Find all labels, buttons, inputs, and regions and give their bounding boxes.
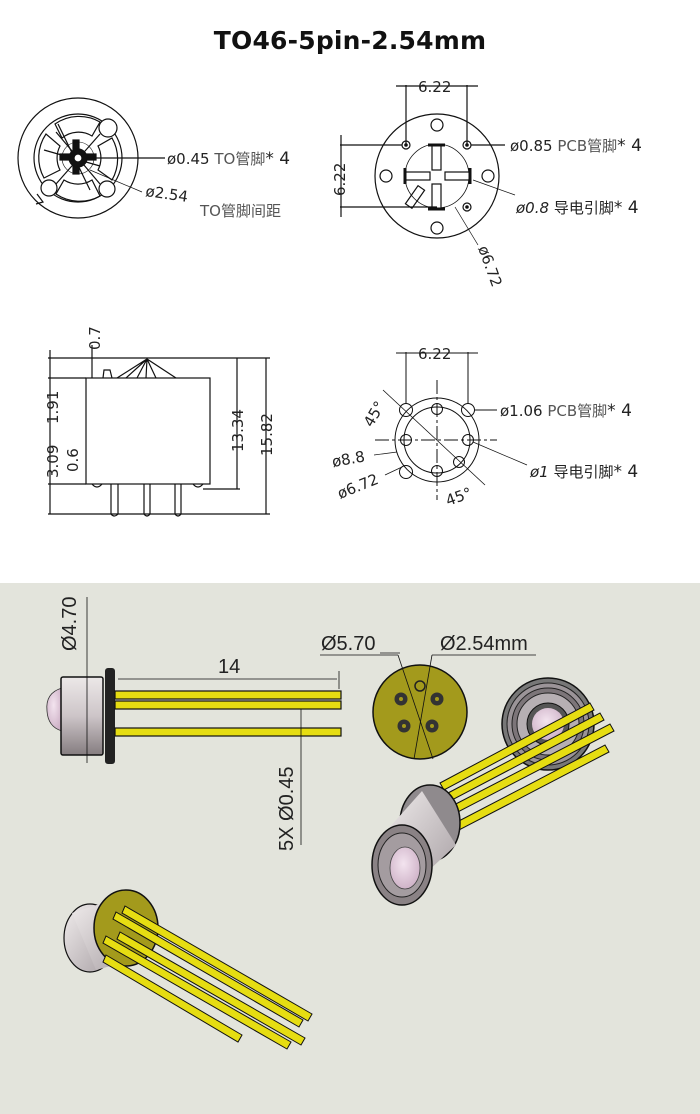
pcb-circle-dim: ø6.72 xyxy=(474,243,505,289)
pcb-height-dim: 6.22 xyxy=(331,163,349,196)
footprint-width-dim: 6.22 xyxy=(418,345,451,363)
drawing-sheet: ø0.45 TO管脚* 4 ø2.54 TO管脚间距 6.22 6.22 ø0.… xyxy=(17,78,642,517)
footprint-angle-bottom: 45° xyxy=(443,484,474,510)
footprint-hole-label: ø1.06 PCB管脚* 4 xyxy=(500,401,632,421)
render-panel xyxy=(0,583,700,1114)
footprint-angle-top: 45° xyxy=(360,398,389,430)
side-body-height-dim: 13.34 xyxy=(229,409,247,452)
side-top-gap-dim: 0.7 xyxy=(86,326,104,350)
header-diameter-dim: Ø5.70 xyxy=(321,633,375,655)
top-pitch-value: ø2.54 xyxy=(144,182,189,206)
side-profile-render xyxy=(46,597,342,845)
side-dim-c: 0.6 xyxy=(64,448,82,472)
top-pin-dia-label: ø0.45 TO管脚* 4 xyxy=(167,149,290,169)
pcb-view-drawing xyxy=(340,85,516,246)
technical-drawing-panel xyxy=(0,60,700,582)
top-view-drawing xyxy=(17,97,165,219)
footprint-inner-dim: ø6.72 xyxy=(335,470,381,503)
pin-circle-dim: Ø2.54mm xyxy=(440,633,528,655)
lead-length-dim: 14 xyxy=(218,656,240,678)
render-sheet: Ø4.70 14 5X Ø0.45 Ø5.70 Ø2.54mm xyxy=(46,597,615,1050)
side-view-drawing xyxy=(48,345,270,517)
pcb-hole-label: ø0.85 PCB管脚* 4 xyxy=(510,136,642,156)
page-title: TO46-5pin-2.54mm xyxy=(213,26,487,55)
header-front-render xyxy=(320,652,536,760)
footprint-view-drawing xyxy=(373,352,528,500)
footprint-outer-dim: ø8.8 xyxy=(331,447,367,470)
top-pitch-note: TO管脚间距 xyxy=(199,202,281,220)
pcb-lead-label: ø0.8 导电引脚* 4 xyxy=(515,198,639,218)
side-dim-b: 3.09 xyxy=(44,445,62,478)
side-total-height-dim: 15.82 xyxy=(258,413,276,456)
can-diameter-dim: Ø4.70 xyxy=(59,597,81,651)
pcb-width-dim: 6.22 xyxy=(418,78,451,96)
isometric-render-back xyxy=(63,889,313,1050)
footprint-lead-label: ø1 导电引脚* 4 xyxy=(529,462,638,482)
side-dim-a: 1.91 xyxy=(44,391,62,424)
isometric-render-front xyxy=(371,702,615,906)
lead-spec-dim: 5X Ø0.45 xyxy=(276,766,298,851)
